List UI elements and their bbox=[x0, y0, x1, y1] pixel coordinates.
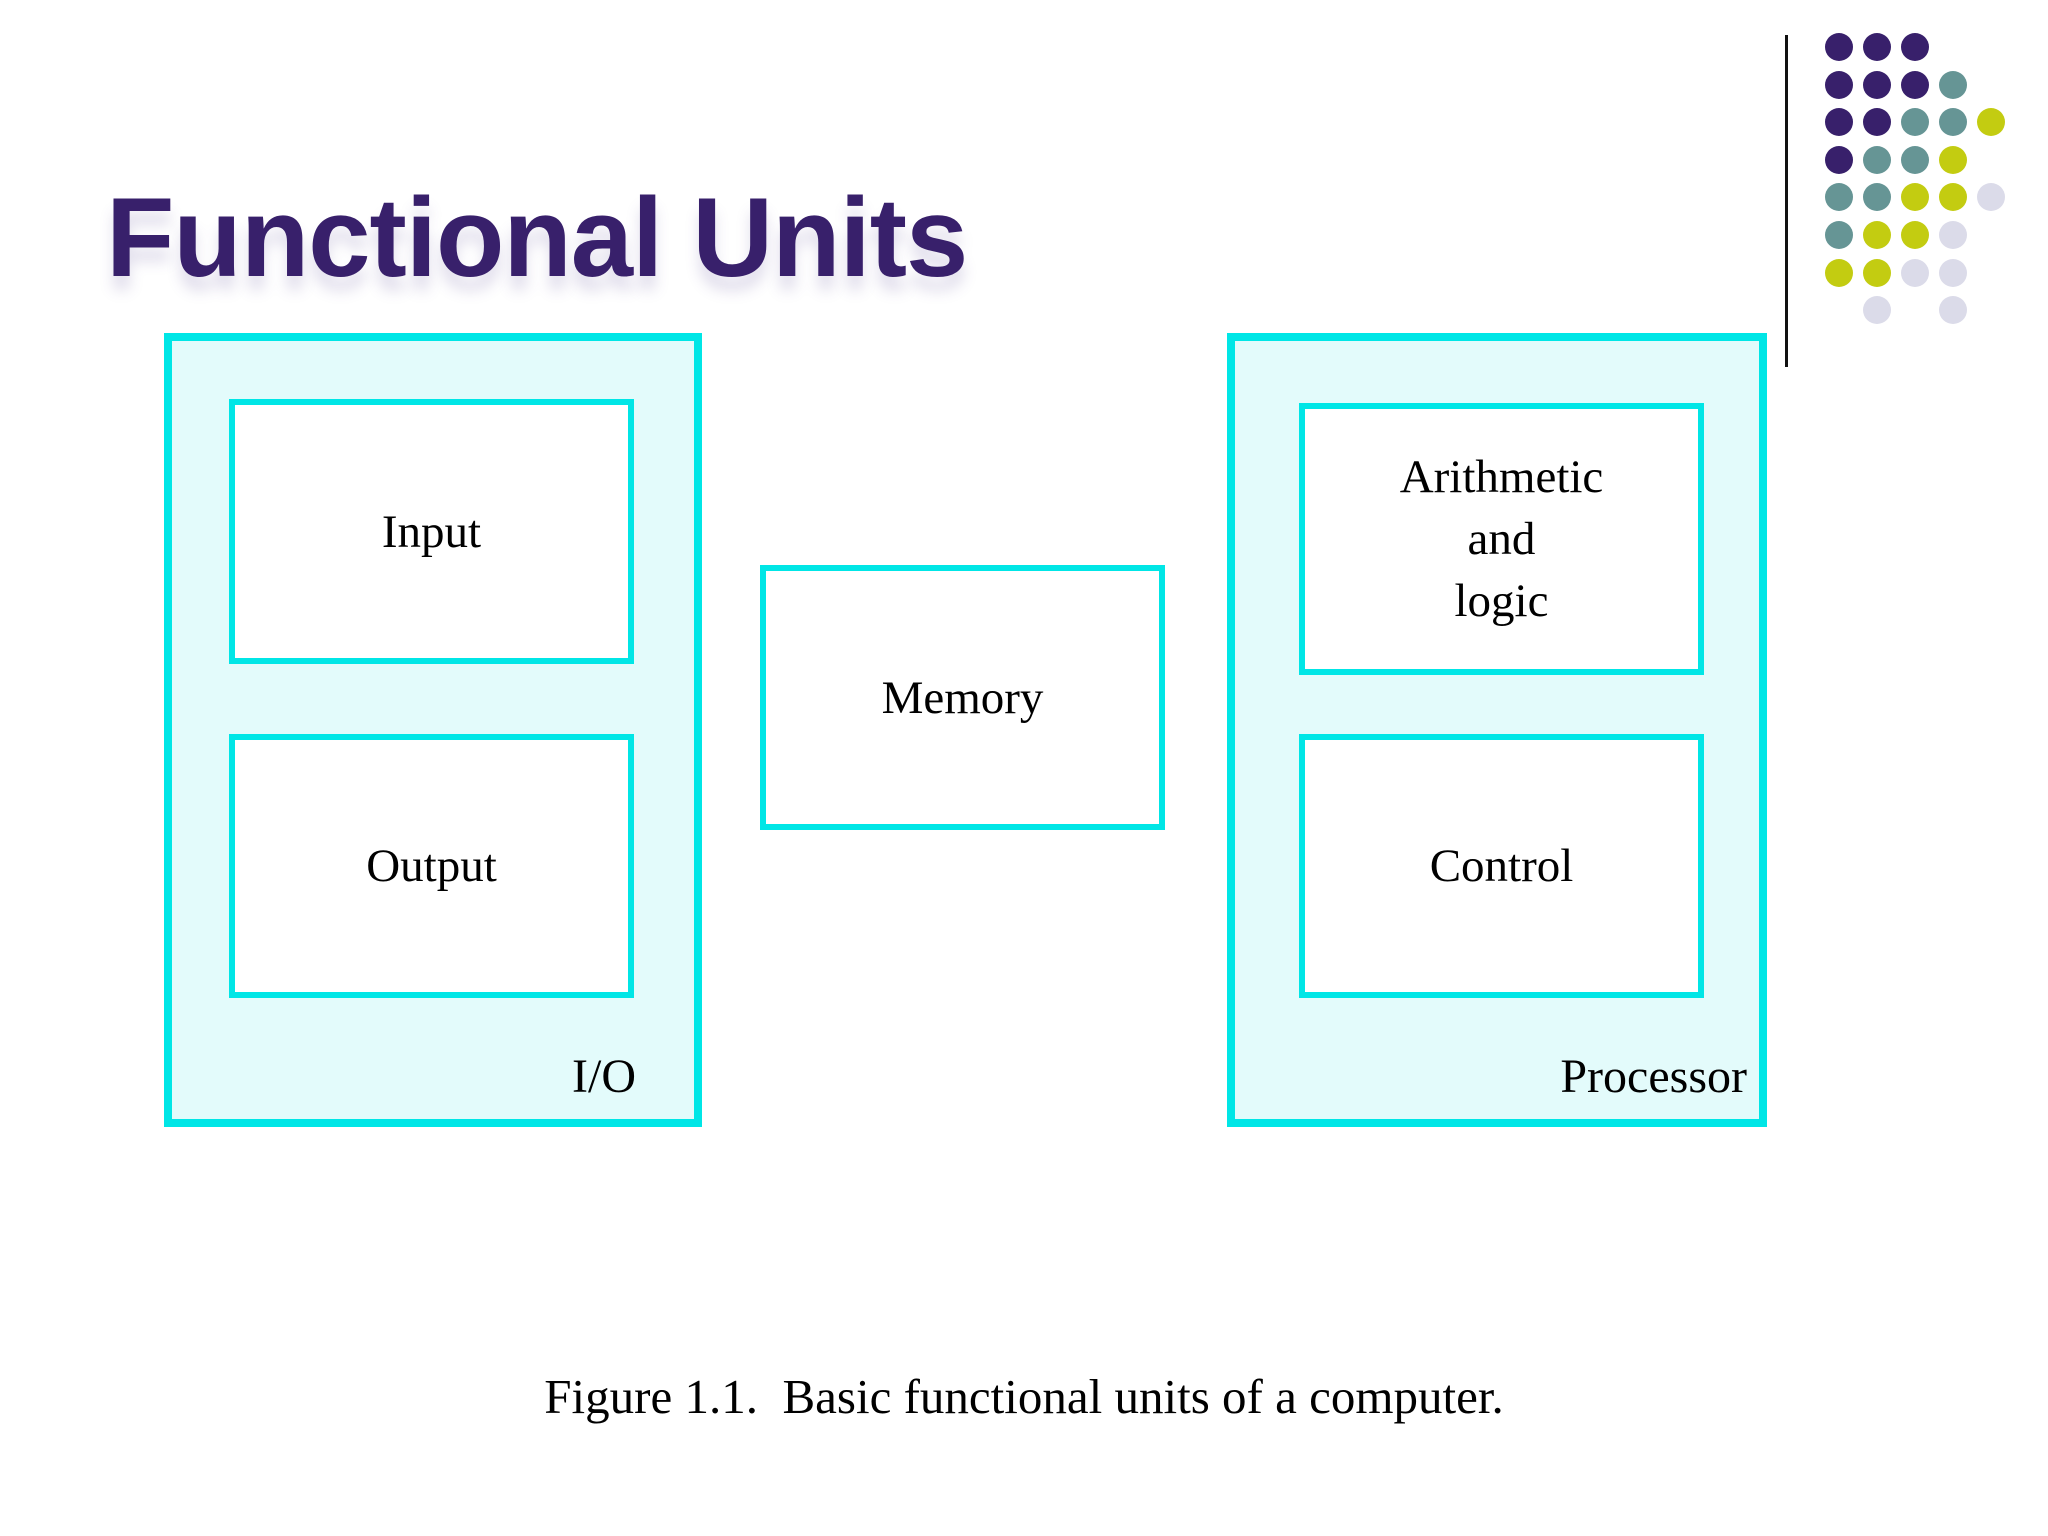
processor-unit-label: Processor bbox=[1560, 1050, 1747, 1103]
decorative-dot bbox=[1825, 183, 1853, 212]
control-label: Control bbox=[1429, 840, 1574, 892]
decorative-dot bbox=[1977, 108, 2005, 137]
memory-box: Memory bbox=[760, 565, 1165, 830]
decorative-dot bbox=[1863, 145, 1891, 174]
decorative-dot bbox=[1901, 183, 1929, 212]
processor-unit-box: Arithmetic and logic Control Processor bbox=[1227, 333, 1767, 1127]
decorative-dot bbox=[1863, 183, 1891, 212]
arithmetic-logic-box: Arithmetic and logic bbox=[1299, 403, 1704, 675]
decorative-dot bbox=[1939, 108, 1967, 137]
input-box: Input bbox=[229, 399, 634, 664]
decorative-dot bbox=[1901, 70, 1929, 99]
decorative-dot bbox=[1863, 33, 1891, 61]
decorative-dot bbox=[1863, 108, 1891, 137]
decorative-dot bbox=[1825, 108, 1853, 137]
decorative-dot bbox=[1863, 296, 1891, 325]
decorative-dot bbox=[1901, 33, 1929, 61]
decorative-dot bbox=[1977, 183, 2005, 212]
decorative-dot bbox=[1863, 221, 1891, 249]
output-label: Output bbox=[366, 840, 497, 892]
decorative-dot bbox=[1901, 221, 1929, 249]
input-label: Input bbox=[381, 505, 482, 558]
control-box: Control bbox=[1299, 734, 1704, 998]
decorative-dot bbox=[1825, 33, 1853, 61]
decorative-dot bbox=[1863, 258, 1891, 287]
slide-title: Functional Units bbox=[106, 175, 968, 300]
decorative-dot bbox=[1901, 258, 1929, 287]
decorative-dot bbox=[1863, 70, 1891, 99]
decorative-dot bbox=[1939, 221, 1967, 249]
io-unit-label: I/O bbox=[572, 1050, 636, 1103]
decorative-dot bbox=[1939, 296, 1967, 325]
decorative-dot bbox=[1825, 221, 1853, 249]
decorative-dot bbox=[1825, 258, 1853, 287]
decorative-dot bbox=[1939, 258, 1967, 287]
decorative-vertical-line bbox=[1785, 35, 1788, 367]
memory-label: Memory bbox=[881, 671, 1044, 724]
decorative-dot bbox=[1901, 108, 1929, 137]
decorative-dot bbox=[1939, 183, 1967, 212]
decorative-dot bbox=[1825, 145, 1853, 174]
output-box: Output bbox=[229, 734, 634, 998]
arithmetic-logic-label: Arithmetic and logic bbox=[1399, 451, 1604, 627]
decorative-dot bbox=[1939, 145, 1967, 174]
decorative-dot-grid bbox=[1825, 33, 2025, 343]
decorative-dot bbox=[1901, 145, 1929, 174]
decorative-dot bbox=[1825, 70, 1853, 99]
decorative-dot bbox=[1939, 70, 1967, 99]
figure-caption: Figure 1.1. Basic functional units of a … bbox=[544, 1369, 1504, 1424]
io-unit-box: Input Output I/O bbox=[164, 333, 702, 1127]
